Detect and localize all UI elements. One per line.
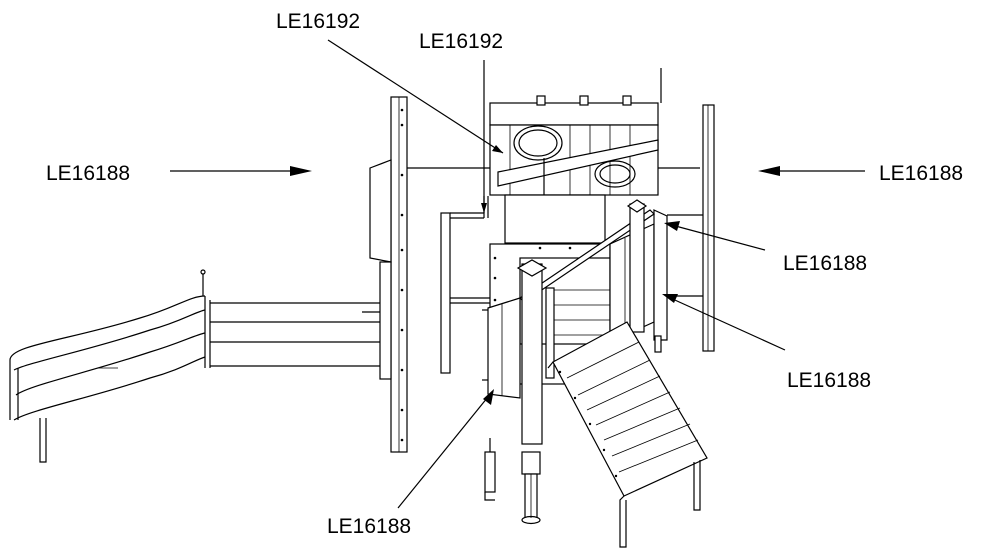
callout-label-top-right: LE16192 bbox=[419, 30, 503, 53]
callout-leaders bbox=[170, 39, 865, 509]
callout-label-bottom: LE16188 bbox=[327, 515, 411, 538]
slide bbox=[9, 269, 380, 463]
callout-labels: LE16192 LE16192 LE16188 LE16188 LE16188 … bbox=[46, 10, 963, 538]
stairs bbox=[547, 321, 708, 548]
leader-top-left bbox=[327, 39, 504, 154]
callout-label-top-left: LE16192 bbox=[276, 10, 360, 33]
right-panel bbox=[667, 104, 715, 352]
callout-label-left: LE16188 bbox=[46, 162, 130, 185]
roof-assembly bbox=[483, 68, 700, 244]
bottom-post bbox=[484, 335, 662, 525]
leader-right-lower bbox=[665, 295, 786, 351]
handrail-panel bbox=[440, 212, 490, 374]
leader-right-upper bbox=[667, 223, 766, 251]
callout-label-right-upper: LE16188 bbox=[783, 252, 867, 275]
callout-label-right: LE16188 bbox=[879, 162, 963, 185]
left-panel bbox=[369, 96, 490, 453]
leader-bottom bbox=[397, 391, 493, 509]
callout-label-right-lower: LE16188 bbox=[787, 369, 871, 392]
